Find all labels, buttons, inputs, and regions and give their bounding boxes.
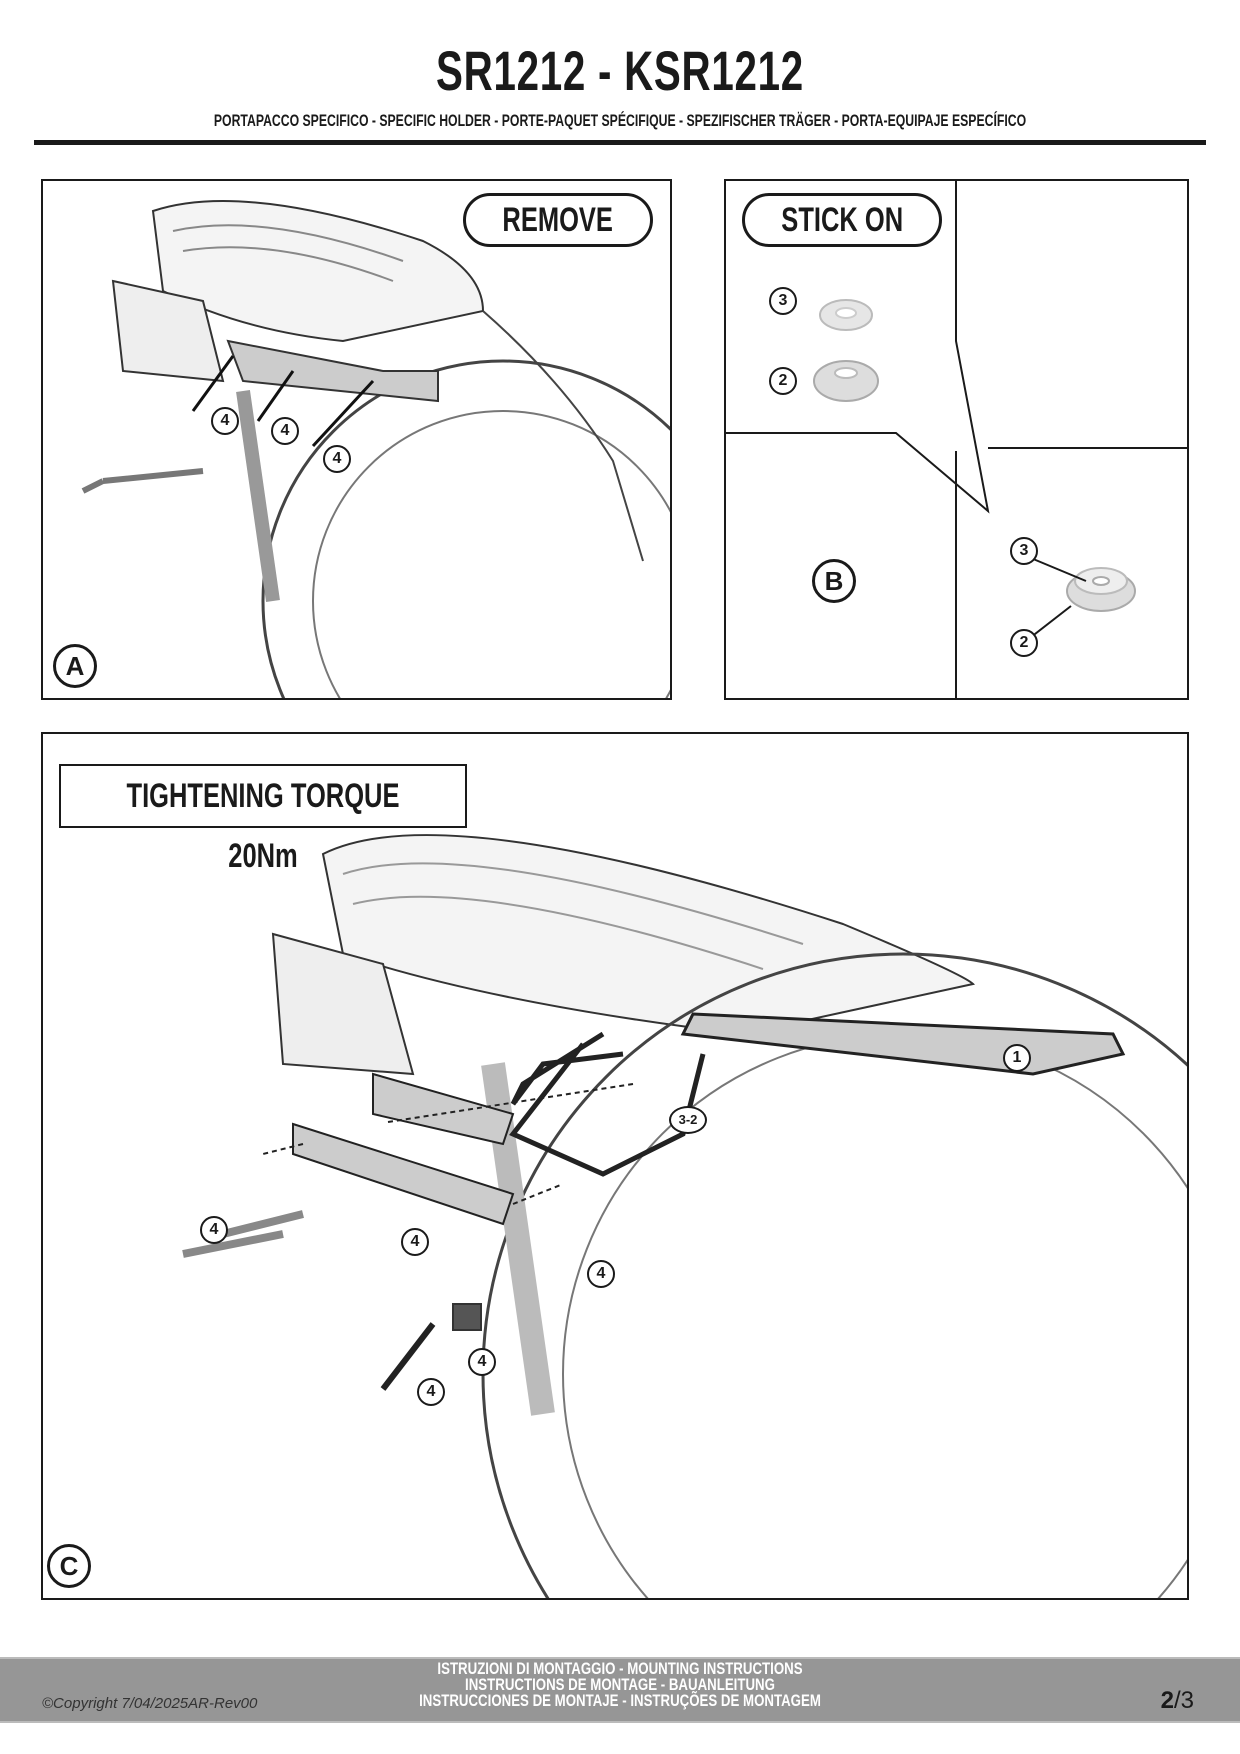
- panel-letter-b: B: [812, 559, 856, 603]
- footer-line-3: INSTRUCCIONES DE MONTAJE - INSTRUÇÕES DE…: [419, 1691, 821, 1710]
- footer-bar: ISTRUZIONI DI MONTAGGIO - MOUNTING INSTR…: [0, 1657, 1240, 1723]
- part-2-label: 2: [769, 367, 797, 395]
- panel-letter-c: C: [47, 1544, 91, 1588]
- spacer-illustration-b: [726, 181, 1187, 698]
- callout-4: 4: [417, 1378, 445, 1406]
- header-divider: [34, 140, 1206, 145]
- callout-4: 4: [401, 1228, 429, 1256]
- callout-4: 4: [468, 1348, 496, 1376]
- callout-3: 3: [1010, 537, 1038, 565]
- callout-1: 1: [1003, 1044, 1031, 1072]
- panel-a-remove: REMOVE 4 4 4 A: [41, 179, 672, 700]
- copyright-text: ©Copyright 7/04/2025AR-Rev00: [42, 1695, 258, 1712]
- page-number: 2/3: [1160, 1687, 1194, 1714]
- page-subtitle: PORTAPACCO SPECIFICO - SPECIFIC HOLDER -…: [213, 111, 1027, 130]
- motorcycle-illustration-a: [81, 200, 670, 698]
- callout-4: 4: [211, 407, 239, 435]
- remove-label: REMOVE: [463, 193, 653, 247]
- motorcycle-illustration-c: [182, 834, 1187, 1598]
- callout-4: 4: [271, 417, 299, 445]
- panel-letter-a: A: [53, 644, 97, 688]
- tightening-torque-label: TIGHTENING TORQUE 20Nm: [59, 764, 467, 875]
- callout-4: 4: [200, 1216, 228, 1244]
- panel-c-install: TIGHTENING TORQUE 20Nm 1 3-2 4 4 4 4 4 C: [41, 732, 1189, 1600]
- page-title: SR1212 - KSR1212: [436, 39, 804, 102]
- footer-line-2: INSTRUCTIONS DE MONTAGE - BAUANLEITUNG: [465, 1675, 775, 1694]
- part-3-label: 3: [769, 287, 797, 315]
- callout-2: 2: [1010, 629, 1038, 657]
- panel-b-stick-on: STICK ON 3 2 B 3 2: [724, 179, 1189, 700]
- footer-line-1: ISTRUZIONI DI MONTAGGIO - MOUNTING INSTR…: [437, 1659, 803, 1678]
- callout-4: 4: [323, 445, 351, 473]
- callout-4: 4: [587, 1260, 615, 1288]
- stick-on-label: STICK ON: [742, 193, 942, 247]
- callout-3-2: 3-2: [669, 1106, 707, 1134]
